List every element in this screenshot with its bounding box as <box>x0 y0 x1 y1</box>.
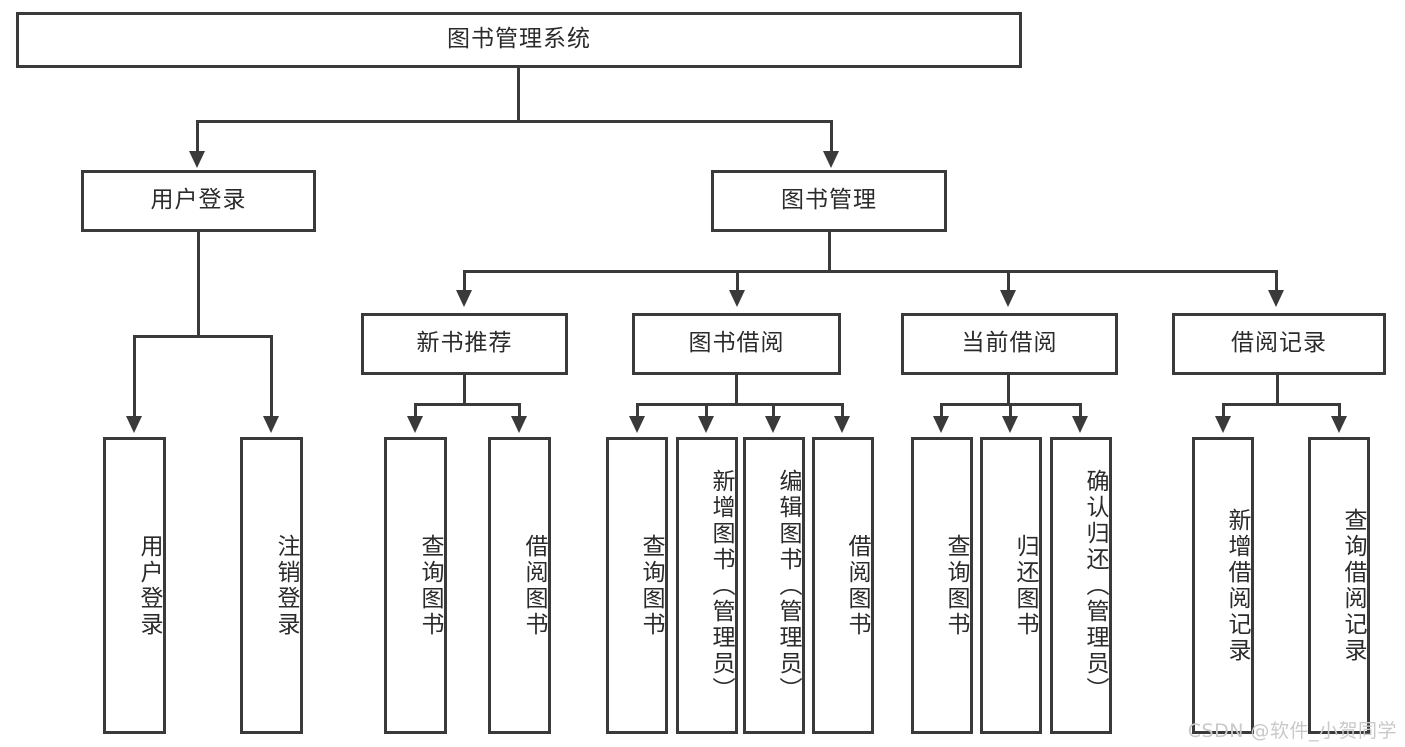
arrow-bm-to-current-borrow <box>1000 290 1016 307</box>
arrow-user-login-to-leaf-1 <box>126 416 142 433</box>
connector-br-to-leaf-2 <box>1338 403 1341 418</box>
connector-br-to-leaf-1 <box>1222 403 1225 418</box>
arrow-bm-to-borrow-record <box>1268 290 1284 307</box>
connector-bb-bar <box>636 403 844 406</box>
connector-bb-stem <box>735 375 738 405</box>
connector-root-to-book-management <box>830 120 833 153</box>
connector-bm-to-current-borrow <box>1007 270 1010 292</box>
arrow-bb-to-leaf-4 <box>834 416 850 433</box>
leaf-bb-query-book[interactable]: 查询图书 <box>606 437 668 734</box>
leaf-cb-query-book[interactable]: 查询图书 <box>911 437 973 734</box>
connector-cb-to-leaf-1 <box>940 403 943 418</box>
node-label: 查询图书 <box>638 533 664 638</box>
connector-root-to-user-login <box>196 120 199 153</box>
node-label: 图书管理系统 <box>447 26 591 53</box>
connector-cb-stem <box>1007 375 1010 405</box>
leaf-bb-add-book-admin[interactable]: 新增图书（管理员） <box>676 437 738 734</box>
node-label: 图书管理 <box>781 187 877 214</box>
node-book-management[interactable]: 图书管理 <box>711 170 947 232</box>
node-root-book-management-system[interactable]: 图书管理系统 <box>16 12 1022 68</box>
arrow-user-login-to-leaf-2 <box>263 416 279 433</box>
connector-nbr-bar <box>414 403 521 406</box>
node-label: 借阅图书 <box>844 533 870 638</box>
node-label: 查询借阅记录 <box>1340 507 1366 664</box>
leaf-bb-borrow-book[interactable]: 借阅图书 <box>812 437 874 734</box>
leaf-bb-edit-book-admin[interactable]: 编辑图书（管理员） <box>743 437 805 734</box>
node-label: 新增借阅记录 <box>1224 507 1250 664</box>
connector-book-management-stem <box>828 232 831 272</box>
connector-root-bar <box>196 120 833 123</box>
csdn-watermark: CSDN @软件_小贺同学 <box>1187 720 1397 742</box>
node-label: 图书借阅 <box>688 330 785 357</box>
node-label: 借阅图书 <box>521 533 547 638</box>
connector-root-stem <box>517 68 520 120</box>
connector-cb-to-leaf-3 <box>1079 403 1082 418</box>
arrow-cb-to-leaf-2 <box>1002 416 1018 433</box>
node-label: 用户登录 <box>150 187 247 214</box>
node-label: 编辑图书（管理员） <box>775 468 801 703</box>
arrow-bb-to-leaf-2 <box>698 416 714 433</box>
connector-cb-to-leaf-2 <box>1009 403 1012 418</box>
arrow-bm-to-book-borrow <box>729 290 745 307</box>
connector-bb-to-leaf-3 <box>772 403 775 418</box>
connector-nbr-stem <box>463 375 466 405</box>
leaf-user-login[interactable]: 用户登录 <box>103 437 166 734</box>
arrow-root-to-user-login <box>189 151 205 168</box>
node-label: 用户登录 <box>136 533 162 638</box>
arrow-cb-to-leaf-1 <box>933 416 949 433</box>
connector-bm-to-borrow-record <box>1275 270 1278 292</box>
connector-br-stem <box>1276 375 1279 405</box>
connector-user-login-bar <box>133 335 273 338</box>
arrow-cb-to-leaf-3 <box>1072 416 1088 433</box>
node-label: 新增图书（管理员） <box>708 468 734 703</box>
connector-user-login-stem <box>197 232 200 337</box>
node-new-book-recommend[interactable]: 新书推荐 <box>361 313 568 375</box>
node-label: 当前借阅 <box>961 330 1058 357</box>
arrow-nbr-to-leaf-1 <box>407 416 423 433</box>
connector-user-login-to-leaf-1 <box>133 335 136 418</box>
arrow-bb-to-leaf-3 <box>765 416 781 433</box>
connector-book-management-bar <box>463 270 1278 273</box>
arrow-nbr-to-leaf-2 <box>511 416 527 433</box>
node-current-borrow[interactable]: 当前借阅 <box>901 313 1118 375</box>
connector-bm-to-book-borrow <box>736 270 739 292</box>
arrow-bm-to-new-book <box>456 290 472 307</box>
node-label: 查询图书 <box>943 533 969 638</box>
leaf-br-query-record[interactable]: 查询借阅记录 <box>1308 437 1370 734</box>
node-label: 借阅记录 <box>1231 330 1327 357</box>
leaf-user-logout[interactable]: 注销登录 <box>240 437 303 734</box>
leaf-cb-confirm-return-admin[interactable]: 确认归还（管理员） <box>1050 437 1112 734</box>
node-borrow-record[interactable]: 借阅记录 <box>1172 313 1386 375</box>
arrow-br-to-leaf-2 <box>1331 416 1347 433</box>
connector-bb-to-leaf-2 <box>705 403 708 418</box>
node-label: 查询图书 <box>417 533 443 638</box>
leaf-cb-return-book[interactable]: 归还图书 <box>980 437 1042 734</box>
leaf-nbr-borrow-book[interactable]: 借阅图书 <box>488 437 551 734</box>
connector-bm-to-new-book <box>463 270 466 292</box>
arrow-root-to-book-management <box>823 151 839 168</box>
leaf-br-add-record[interactable]: 新增借阅记录 <box>1192 437 1254 734</box>
connector-bb-to-leaf-1 <box>636 403 639 418</box>
connector-user-login-to-leaf-2 <box>270 335 273 418</box>
node-label: 归还图书 <box>1012 533 1038 638</box>
connector-bb-to-leaf-4 <box>841 403 844 418</box>
node-label: 确认归还（管理员） <box>1082 468 1108 703</box>
connector-br-bar <box>1222 403 1341 406</box>
arrow-br-to-leaf-1 <box>1215 416 1231 433</box>
node-label: 新书推荐 <box>416 330 513 357</box>
node-user-login[interactable]: 用户登录 <box>81 170 316 232</box>
arrow-bb-to-leaf-1 <box>629 416 645 433</box>
leaf-nbr-query-book[interactable]: 查询图书 <box>384 437 447 734</box>
node-label: 注销登录 <box>273 533 299 638</box>
node-book-borrow[interactable]: 图书借阅 <box>632 313 841 375</box>
connector-nbr-to-leaf-2 <box>518 403 521 418</box>
connector-nbr-to-leaf-1 <box>414 403 417 418</box>
